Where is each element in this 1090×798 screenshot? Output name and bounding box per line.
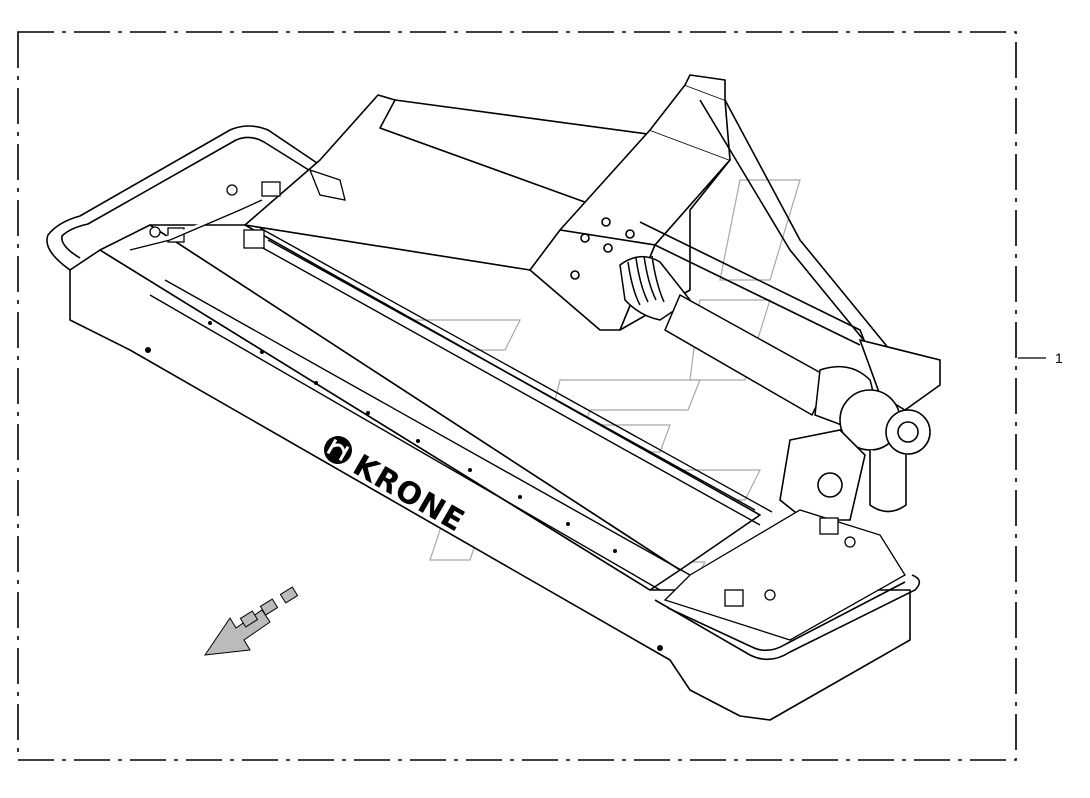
left-guard-rail: [46, 125, 321, 271]
frame-border: [17, 31, 1017, 761]
cutter-bar: [149, 227, 773, 591]
right-gearbox: [779, 338, 941, 521]
left-bracket: [129, 168, 346, 251]
drive-shaft: [619, 255, 874, 431]
callout-number: 1: [1055, 350, 1063, 366]
direction-arrow-icon: [203, 586, 299, 656]
right-bracket: [663, 509, 906, 641]
right-guard-rail: [654, 574, 921, 661]
